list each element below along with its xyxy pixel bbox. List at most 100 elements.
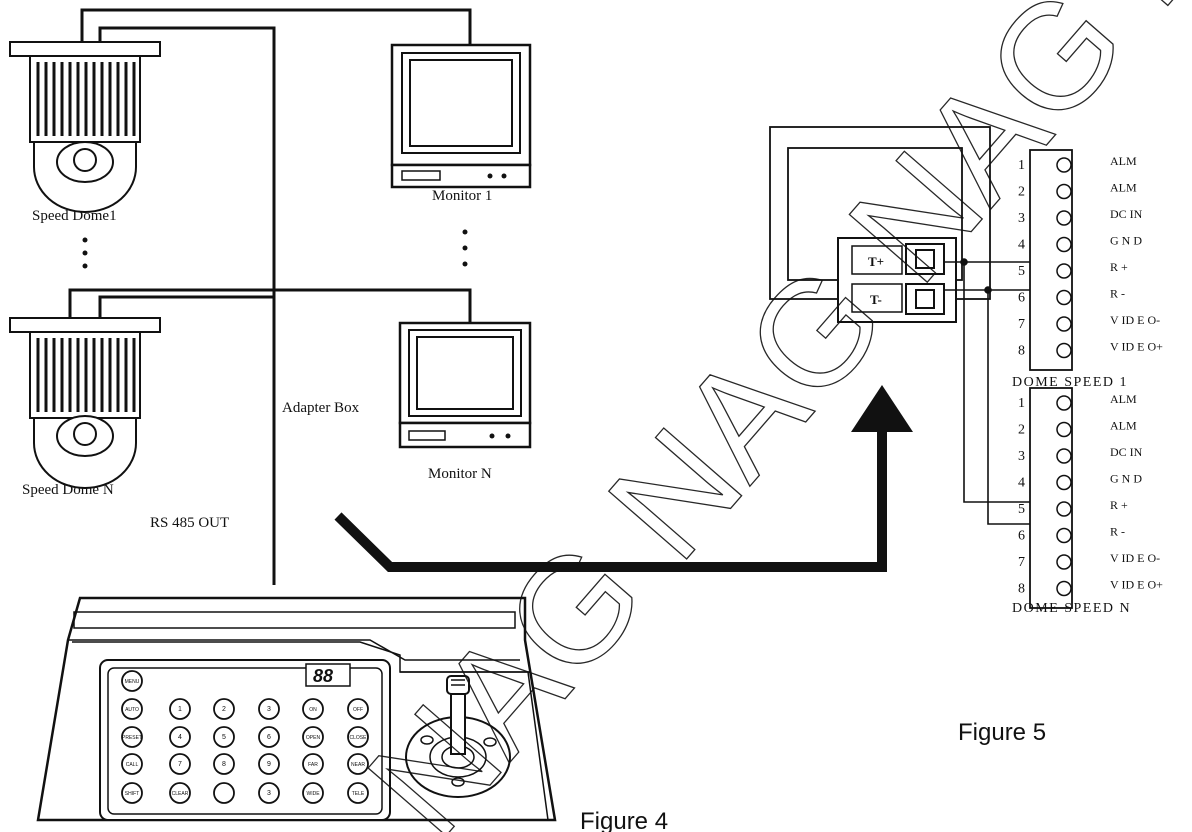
key-label: 5 <box>222 734 226 741</box>
terminal-pin-1: 1 ALM <box>1018 392 1137 411</box>
key-label: 7 <box>178 761 182 768</box>
key-close[interactable]: CLOSE <box>347 726 369 748</box>
connection-arrow <box>334 385 913 572</box>
pin-label: R + <box>1110 498 1128 512</box>
pin-label: R - <box>1110 287 1125 301</box>
monitor-n-label: Monitor N <box>428 466 492 482</box>
key-3[interactable]: 3 <box>258 698 280 720</box>
pin-label: V ID E O- <box>1110 551 1160 565</box>
key-on[interactable]: ON <box>302 698 324 720</box>
key-2[interactable]: 2 <box>213 698 235 720</box>
pin-number: 5 <box>1018 502 1025 517</box>
key-label: 6 <box>267 734 271 741</box>
key-label: 4 <box>178 734 182 741</box>
key-near[interactable]: NEAR <box>347 753 369 775</box>
key-label: AUTO <box>125 707 139 713</box>
pin-label: G N D <box>1110 472 1142 486</box>
dome-ellipsis-dots <box>82 237 88 269</box>
key-label: CLOSE <box>350 735 368 741</box>
monitor-1-label: Monitor 1 <box>432 188 492 204</box>
key-auto[interactable]: AUTO <box>121 698 143 720</box>
key-4[interactable]: 4 <box>169 726 191 748</box>
pin-number: 2 <box>1018 423 1025 438</box>
terminal-pin-3: 3 DC IN <box>1018 207 1143 226</box>
terminal-pin-1: 1 ALM <box>1018 154 1137 173</box>
key-menu[interactable]: MENU <box>121 670 143 692</box>
pin-label: V ID E O- <box>1110 313 1160 327</box>
pin-label: ALM <box>1110 392 1137 406</box>
pin-number: 4 <box>1018 476 1025 491</box>
key-label: 2 <box>222 706 226 713</box>
pin-number: 1 <box>1018 158 1025 173</box>
display-digits: 88 <box>313 666 333 686</box>
terminal-pin-4: 4 G N D <box>1018 472 1142 491</box>
figure-4-caption: Figure 4 <box>580 808 668 832</box>
pin-number: 5 <box>1018 264 1025 279</box>
key-far[interactable]: FAR <box>302 753 324 775</box>
pin-label: G N D <box>1110 234 1142 248</box>
key-label: OFF <box>353 707 363 713</box>
key-label: WIDE <box>306 791 320 797</box>
key-9[interactable]: 9 <box>258 753 280 775</box>
key-clear[interactable]: CLEAR <box>169 782 191 804</box>
key-8[interactable]: 8 <box>213 753 235 775</box>
monitor-ellipsis-dots <box>462 229 468 267</box>
key-7[interactable]: 7 <box>169 753 191 775</box>
adapter-box: T+ T- <box>769 126 991 323</box>
speed-dome-1-label: Speed Dome1 <box>32 208 117 224</box>
adapter-box-label: Adapter Box <box>282 400 360 416</box>
speed-dome-n <box>9 317 161 489</box>
pin-number: 1 <box>1018 396 1025 411</box>
key-shift[interactable]: SHIFT <box>121 782 143 804</box>
key-label: 3 <box>267 790 271 797</box>
key-preset[interactable]: PRESET <box>121 726 143 748</box>
key-blank[interactable] <box>213 782 235 804</box>
monitor-1 <box>390 43 532 189</box>
terminal-t-plus: T+ <box>868 254 884 269</box>
terminal-pin-5: 5 R + <box>1018 498 1128 517</box>
terminal-pin-5: 5 R + <box>1018 260 1128 279</box>
key-call[interactable]: CALL <box>121 753 143 775</box>
key-wide[interactable]: WIDE <box>302 782 324 804</box>
joystick[interactable] <box>405 675 511 798</box>
key-off[interactable]: OFF <box>347 698 369 720</box>
speed-dome-n-label: Speed Dome N <box>22 482 114 498</box>
key-label: PRESET <box>122 735 142 741</box>
key-5[interactable]: 5 <box>213 726 235 748</box>
key-6[interactable]: 6 <box>258 726 280 748</box>
pin-number: 8 <box>1018 344 1025 359</box>
keyboard-display: 88 <box>305 663 351 687</box>
pin-label: DC IN <box>1110 207 1143 221</box>
pin-label: ALM <box>1110 154 1137 168</box>
key-label: ON <box>309 707 317 713</box>
key-label: TELE <box>352 791 365 797</box>
key-label: CALL <box>126 762 139 768</box>
key-label: 1 <box>178 706 182 713</box>
key-3[interactable]: 3 <box>258 782 280 804</box>
keypad: MENU AUTO 1 2 3 ON OFF PRESET 4 5 6 OPEN CLOSE CALL 7 8… <box>121 670 369 804</box>
key-open[interactable]: OPEN <box>302 726 324 748</box>
pin-label: R + <box>1110 260 1128 274</box>
figure-5-caption: Figure 5 <box>958 719 1046 746</box>
key-tele[interactable]: TELE <box>347 782 369 804</box>
pin-number: 3 <box>1018 211 1025 226</box>
pin-label: DC IN <box>1110 445 1143 459</box>
key-label: 8 <box>222 761 226 768</box>
pin-label: R - <box>1110 525 1125 539</box>
terminal-block-title: DOME SPEED 1 <box>1012 375 1128 390</box>
pin-number: 7 <box>1018 317 1025 332</box>
rs485-out-label: RS 485 OUT <box>150 515 229 531</box>
pin-label: V ID E O+ <box>1110 578 1163 592</box>
key-1[interactable]: 1 <box>169 698 191 720</box>
key-label: FAR <box>308 762 318 768</box>
